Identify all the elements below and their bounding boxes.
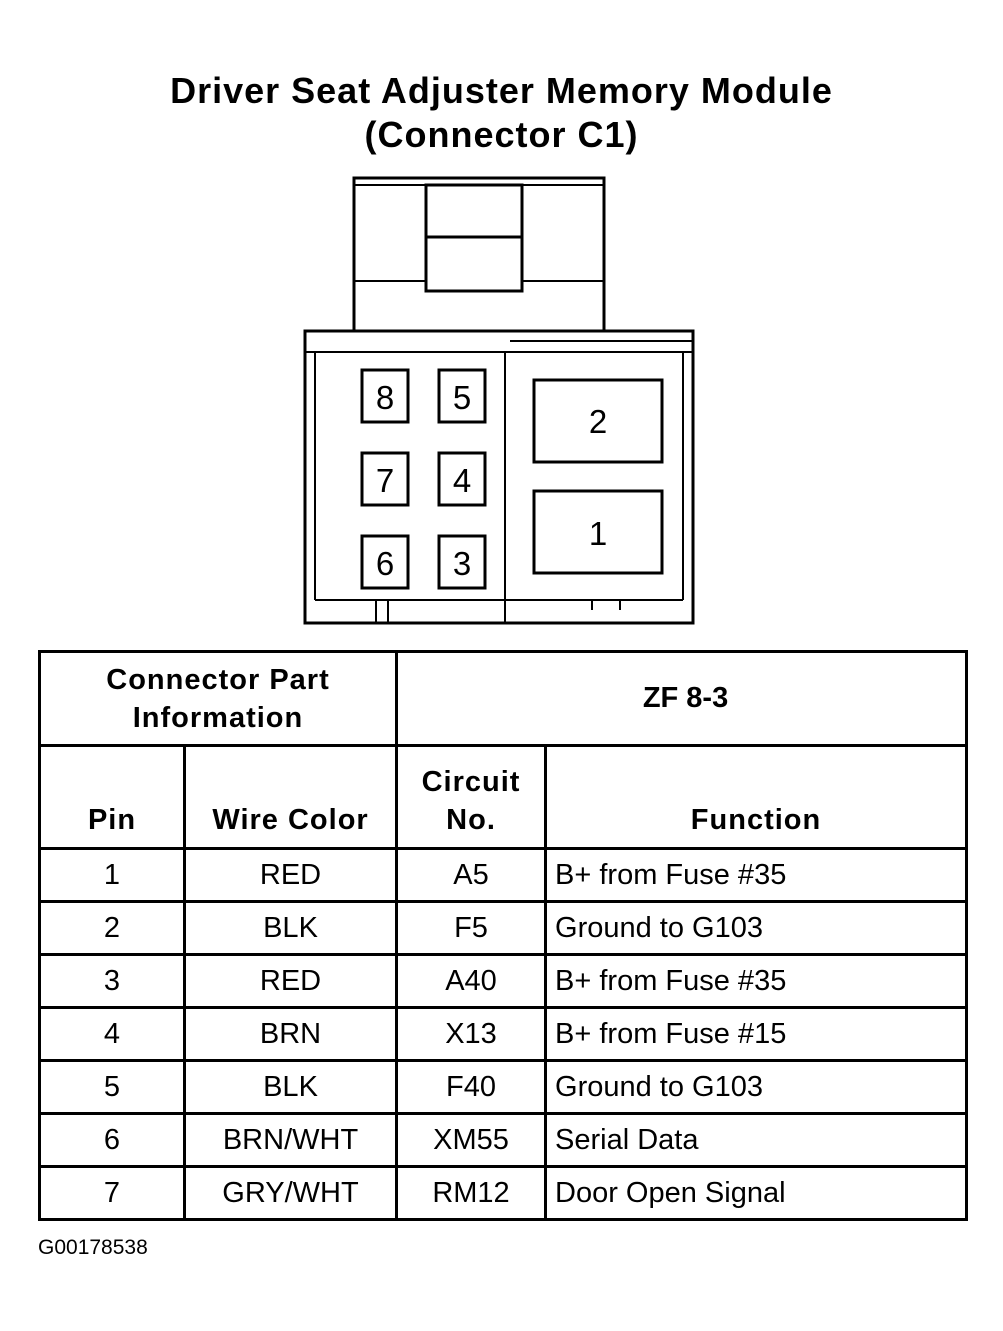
col-header-circuit: Circuit No. bbox=[395, 744, 548, 850]
pin-label-7: 7 bbox=[376, 462, 394, 499]
circuit-cell: RM12 bbox=[395, 1165, 548, 1221]
function-cell: B+ from Fuse #35 bbox=[544, 953, 969, 1009]
circuit-cell: A5 bbox=[395, 847, 548, 903]
part-info-label: Connector Part Information bbox=[37, 650, 399, 747]
col-header-circuit-line2: No. bbox=[446, 804, 496, 836]
function-cell: Door Open Signal bbox=[544, 1165, 969, 1221]
pin-label-3: 3 bbox=[453, 545, 471, 582]
circuit-cell: A40 bbox=[395, 953, 548, 1009]
function-cell: Serial Data bbox=[544, 1112, 969, 1168]
diagram-title: Driver Seat Adjuster Memory Module bbox=[170, 70, 833, 111]
function-cell: B+ from Fuse #35 bbox=[544, 847, 969, 903]
pin-cell: 5 bbox=[38, 1059, 186, 1115]
col-header-function: Function bbox=[544, 744, 969, 850]
col-header-pin: Pin bbox=[38, 744, 186, 850]
circuit-cell: F5 bbox=[395, 900, 548, 956]
pin-cell: 6 bbox=[38, 1112, 186, 1168]
col-header-circuit-line1: Circuit bbox=[421, 766, 521, 798]
pinout-table: Connector Part Information ZF 8-3 Pin Wi… bbox=[37, 650, 969, 1221]
pin-label-5: 5 bbox=[453, 379, 471, 416]
pin-label-4: 4 bbox=[453, 462, 471, 499]
pin-label-1: 1 bbox=[589, 515, 607, 552]
pin-cell: 1 bbox=[38, 847, 186, 903]
pin-label-6: 6 bbox=[376, 545, 394, 582]
diagram-subtitle: (Connector C1) bbox=[364, 114, 639, 155]
function-cell: Ground to G103 bbox=[544, 1059, 969, 1115]
part-info-value: ZF 8-3 bbox=[395, 650, 969, 747]
wire-color-cell: BLK bbox=[182, 900, 399, 956]
circuit-cell: X13 bbox=[395, 1006, 548, 1062]
col-header-wire-color: Wire Color bbox=[182, 744, 399, 850]
figure-code: G00178538 bbox=[38, 1236, 148, 1259]
wire-color-cell: RED bbox=[182, 953, 399, 1009]
function-cell: B+ from Fuse #15 bbox=[544, 1006, 969, 1062]
wire-color-cell: BRN bbox=[182, 1006, 399, 1062]
pin-label-2: 2 bbox=[589, 403, 607, 440]
circuit-cell: F40 bbox=[395, 1059, 548, 1115]
function-cell: Ground to G103 bbox=[544, 900, 969, 956]
pin-cell: 3 bbox=[38, 953, 186, 1009]
part-info-row: Connector Part Information ZF 8-3 bbox=[37, 650, 969, 747]
pin-cell: 7 bbox=[38, 1165, 186, 1221]
circuit-cell: XM55 bbox=[395, 1112, 548, 1168]
pin-label-8: 8 bbox=[376, 379, 394, 416]
pin-cell: 2 bbox=[38, 900, 186, 956]
connector-diagram: 8 5 7 4 6 3 2 1 bbox=[303, 176, 695, 625]
column-header-row: Pin Wire Color Circuit No. Function bbox=[38, 744, 969, 850]
wire-color-cell: RED bbox=[182, 847, 399, 903]
wire-color-cell: GRY/WHT bbox=[182, 1165, 399, 1221]
wire-color-cell: BLK bbox=[182, 1059, 399, 1115]
wire-color-cell: BRN/WHT bbox=[182, 1112, 399, 1168]
pin-cell: 4 bbox=[38, 1006, 186, 1062]
